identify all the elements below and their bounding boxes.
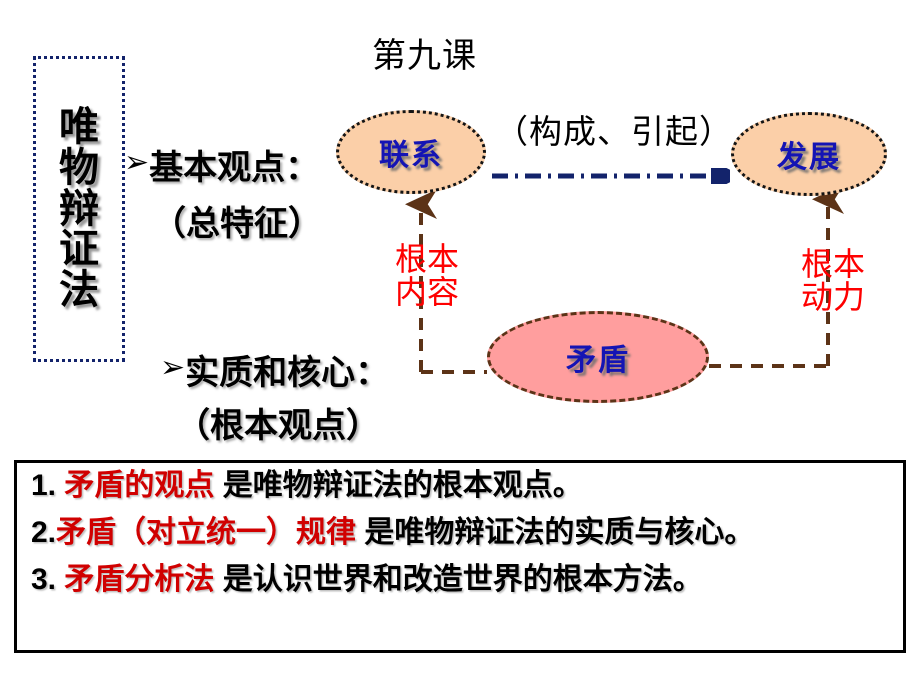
ellipse-lianxi-label: 联系 — [379, 139, 443, 172]
conclusion-box: 1. 矛盾的观点 是唯物辩证法的根本观点。 2.矛盾（对立统一）规律 是唯物辩证… — [14, 460, 906, 653]
vertical-label-char-2: 物 — [59, 145, 99, 190]
conclusion-line-1-number: 1. — [31, 469, 57, 502]
conclusion-line-1: 1. 矛盾的观点 是唯物辩证法的根本观点。 — [31, 471, 891, 501]
relation-note: （构成、引起） — [495, 115, 733, 151]
page-title: 第九课 — [372, 38, 477, 75]
bullet-arrow-icon: ➢ — [124, 144, 150, 180]
row-essence-sublabel: （根本观点） — [176, 407, 380, 445]
vertical-label-char-4: 证 — [59, 227, 99, 272]
conclusion-line-2: 2.矛盾（对立统一）规律 是唯物辩证法的实质与核心。 — [31, 518, 891, 548]
label-genben-neirong-line1: 根本 — [394, 241, 459, 277]
vertical-label-char-3: 辩 — [59, 186, 99, 231]
ellipse-fazhan-label: 发展 — [777, 141, 841, 174]
row-basic-view-label: 基本观点： — [149, 149, 320, 187]
row-essence-label: 实质和核心： — [185, 354, 390, 392]
vertical-label-char-1: 唯 — [59, 105, 99, 149]
conclusion-line-1-highlight: 矛盾的观点 — [56, 469, 223, 502]
label-genben-dongli-line2: 动力 — [800, 278, 865, 315]
arrow-lianxi-to-fazhan-icon — [492, 168, 730, 184]
row-basic-view: ➢ 基本观点： — [124, 140, 319, 189]
conclusion-line-1-rest: 是唯物辩证法的根本观点。 — [222, 469, 583, 502]
ellipse-maodun-label: 矛盾 — [566, 344, 630, 377]
conclusion-line-3-rest: 是认识世界和改造世界的根本方法。 — [222, 563, 703, 596]
conclusion-line-3: 3. 矛盾分析法 是认识世界和改造世界的根本方法。 — [31, 565, 891, 595]
ellipse-lianxi[interactable]: 联系 — [336, 110, 486, 194]
row-basic-view-sublabel: （总特征） — [152, 205, 322, 243]
label-genben-neirong-line2: 内容 — [394, 273, 459, 310]
row-essence: ➢ 实质和核心： — [160, 345, 389, 394]
ellipse-maodun[interactable]: 矛盾 — [487, 311, 709, 403]
conclusion-line-3-number: 3. — [31, 563, 57, 596]
conclusion-line-2-highlight: 矛盾（对立统一）规律 — [56, 516, 365, 549]
vertical-label-box: 唯 物 辩 证 法 — [33, 56, 125, 362]
label-genben-neirong: 根本 内容 — [372, 243, 482, 308]
bullet-arrow-icon: ➢ — [160, 349, 186, 385]
vertical-label-char-5: 法 — [59, 268, 99, 313]
conclusion-line-2-number: 2. — [31, 516, 57, 549]
conclusion-line-2-rest: 是唯物辩证法的实质与核心。 — [364, 516, 755, 549]
label-genben-dongli-line1: 根本 — [800, 246, 865, 282]
label-genben-dongli: 根本 动力 — [778, 248, 888, 313]
conclusion-line-3-highlight: 矛盾分析法 — [56, 563, 223, 596]
ellipse-fazhan[interactable]: 发展 — [731, 112, 887, 196]
